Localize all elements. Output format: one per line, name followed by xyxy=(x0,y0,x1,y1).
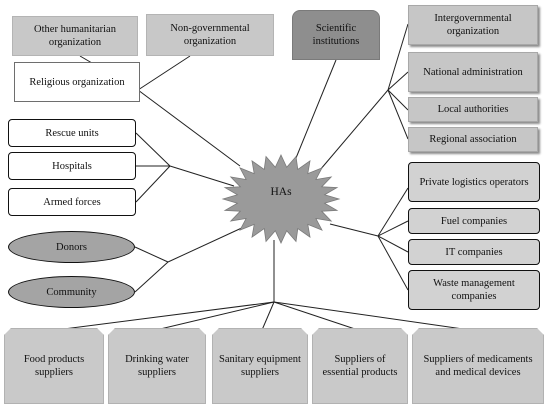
connector-armed xyxy=(135,165,171,203)
connector-ngo xyxy=(137,55,191,91)
node-other-humanitarian: Other humanitarian organization xyxy=(12,16,138,56)
node-scientific: Scientific institutions xyxy=(292,10,380,60)
connector-scientific xyxy=(295,59,337,159)
connector-intergovernmental xyxy=(387,23,409,91)
node-private-logistics: Private logistics operators xyxy=(408,162,540,202)
connector-leftmid-hub xyxy=(169,165,235,187)
node-medical-suppliers: Suppliers of medicaments and medical dev… xyxy=(412,328,544,404)
hub-starburst xyxy=(221,154,341,244)
connector-regional xyxy=(387,89,409,140)
node-water-suppliers: Drinking water suppliers xyxy=(108,328,206,404)
connector-national xyxy=(387,71,409,91)
node-fuel-companies: Fuel companies xyxy=(408,208,540,234)
connector-ellipses-hub xyxy=(167,225,247,263)
connector-water xyxy=(155,301,275,331)
connector-topleft-hub xyxy=(137,89,241,167)
connector-rightlow-hub xyxy=(329,223,379,237)
node-national-administration: National administration xyxy=(408,52,538,92)
node-regional-association: Regional association xyxy=(408,127,538,152)
connector-community xyxy=(134,261,169,293)
connector-fuel xyxy=(377,220,409,237)
connector-it xyxy=(377,235,409,253)
node-sanitary-suppliers: Sanitary equipment suppliers xyxy=(212,328,308,404)
connector-donors xyxy=(134,246,169,263)
node-waste-management: Waste management companies xyxy=(408,270,540,310)
connector-essential xyxy=(273,301,359,331)
connector-private-logistics xyxy=(377,187,409,237)
node-local-authorities: Local authorities xyxy=(408,97,538,122)
hub-star-shape xyxy=(221,154,341,244)
node-rescue-units: Rescue units xyxy=(8,119,136,147)
node-essential-suppliers: Suppliers of essential products xyxy=(312,328,408,404)
node-intergovernmental: Intergovernmental organization xyxy=(408,5,538,45)
node-food-suppliers: Food products suppliers xyxy=(4,328,104,404)
connector-rescue xyxy=(135,132,171,167)
node-hospitals: Hospitals xyxy=(8,152,136,180)
node-religious: Religious organization xyxy=(14,62,140,102)
connector-righttop-hub xyxy=(319,89,389,171)
node-armed-forces: Armed forces xyxy=(8,188,136,216)
connector-waste xyxy=(377,235,409,291)
hub-label: HAs xyxy=(270,186,292,198)
connector-local xyxy=(387,89,409,111)
connector-food xyxy=(55,301,275,331)
connector-sanitary xyxy=(261,301,275,331)
node-it-companies: IT companies xyxy=(408,239,540,265)
connector-medical xyxy=(273,301,471,331)
node-donors: Donors xyxy=(8,231,135,263)
node-community: Community xyxy=(8,276,135,308)
node-ngo: Non-governmental organization xyxy=(146,14,274,56)
